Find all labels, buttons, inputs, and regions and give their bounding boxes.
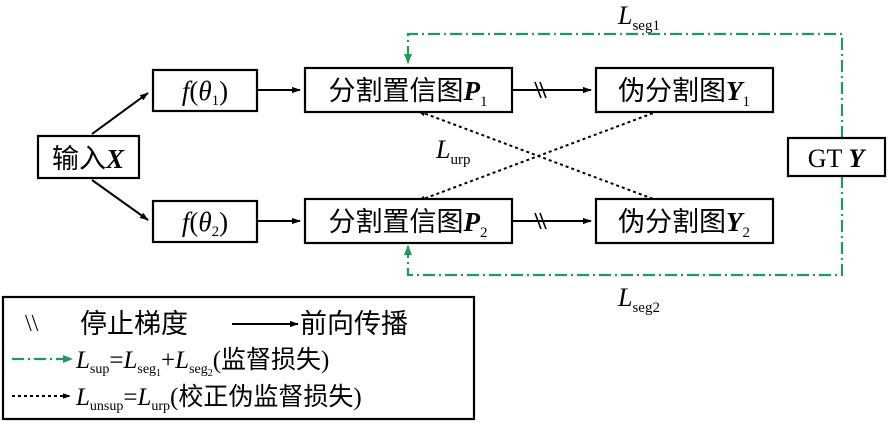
input-node: 输入X [36, 134, 141, 180]
f-theta1-node: f(θ1) [151, 68, 259, 113]
svg-text:GTY: GTY [808, 144, 867, 173]
stop-gradient-mark-2 [534, 212, 547, 230]
svg-text:伪分割图Y2: 伪分割图Y2 [618, 207, 750, 241]
pseudo-label-2-node: 伪分割图Y2 [594, 197, 775, 245]
confidence-map-1-node: 分割置信图P1 [303, 66, 514, 114]
urp-arrow-pseudo1-conf2 [417, 108, 665, 202]
svg-text:伪分割图Y1: 伪分割图Y1 [618, 76, 750, 110]
legend-unsup-text: Lunsup=Lurp(校正伪监督损失) [75, 383, 362, 414]
lseg1-path [404, 32, 844, 138]
lseg1-label: Lseg1 [617, 1, 660, 34]
svg-text:f(θ2): f(θ2) [182, 207, 228, 240]
legend-forward-label: 前向传播 [300, 309, 408, 339]
arrow-input-f2 [91, 179, 149, 221]
lurp-label: Lurp [435, 135, 470, 168]
urp-arrow-pseudo2-conf1 [417, 110, 665, 204]
legend: \\ 停止梯度 前向传播 Lsup=Lseg1+Lseg2(监督损失) Luns… [1, 295, 476, 421]
svg-text:输入X: 输入X [52, 144, 125, 174]
lseg2-label: Lseg2 [617, 283, 660, 316]
svg-text:分割置信图P1: 分割置信图P1 [329, 76, 488, 110]
lseg2-path [404, 176, 844, 277]
legend-sup-text: Lsup=Lseg1+Lseg2(监督损失) [75, 346, 329, 379]
svg-text:分割置信图P2: 分割置信图P2 [329, 207, 488, 241]
f-theta2-node: f(θ2) [151, 199, 259, 244]
legend-stop-label: 停止梯度 [80, 309, 188, 339]
pseudo-label-1-node: 伪分割图Y1 [594, 66, 775, 114]
legend-stop-symbol: \\ [25, 311, 39, 337]
confidence-map-2-node: 分割置信图P2 [303, 197, 514, 245]
svg-text:f(θ1): f(θ1) [182, 76, 228, 109]
stop-gradient-mark-1 [534, 81, 547, 99]
arrow-input-f1 [91, 92, 149, 135]
